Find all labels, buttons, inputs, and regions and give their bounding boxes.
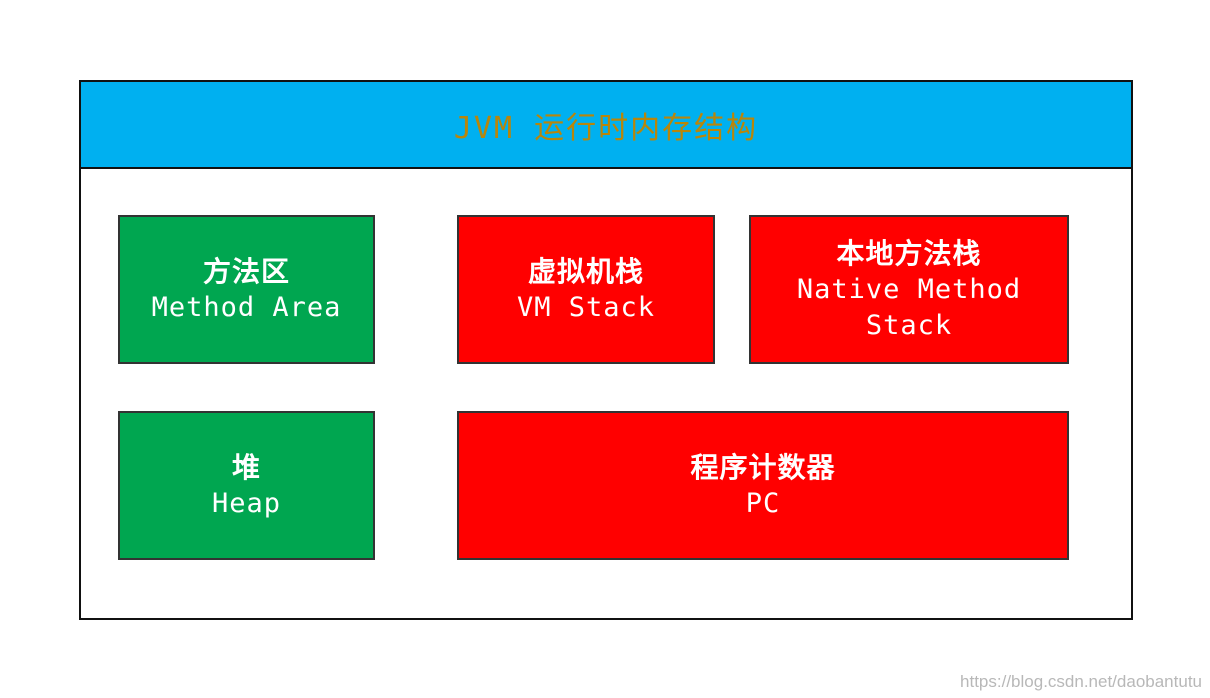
- native-method-stack-block: 本地方法栈 Native Method Stack: [749, 215, 1069, 364]
- diagram-header: JVM 运行时内存结构: [81, 82, 1131, 169]
- heap-cn-label: 堆: [231, 450, 261, 484]
- vm-stack-block: 虚拟机栈 VM Stack: [457, 215, 715, 364]
- source-watermark: https://blog.csdn.net/daobantutu: [960, 672, 1202, 691]
- diagram-title: JVM 运行时内存结构: [453, 110, 759, 146]
- method-area-cn-label: 方法区: [202, 254, 290, 288]
- pc-register-block: 程序计数器 PC: [457, 411, 1069, 560]
- pc-register-cn-label: 程序计数器: [690, 450, 836, 484]
- vm-stack-cn-label: 虚拟机栈: [527, 254, 644, 288]
- pc-register-en-label: PC: [745, 487, 781, 519]
- native-method-stack-cn-label: 本地方法栈: [836, 236, 982, 270]
- method-area-en-label: Method Area: [151, 291, 342, 323]
- native-method-stack-en-label: Native Method Stack: [796, 273, 1022, 341]
- vm-stack-en-label: VM Stack: [516, 291, 656, 323]
- heap-en-label: Heap: [211, 487, 282, 519]
- heap-block: 堆 Heap: [118, 411, 375, 560]
- method-area-block: 方法区 Method Area: [118, 215, 375, 364]
